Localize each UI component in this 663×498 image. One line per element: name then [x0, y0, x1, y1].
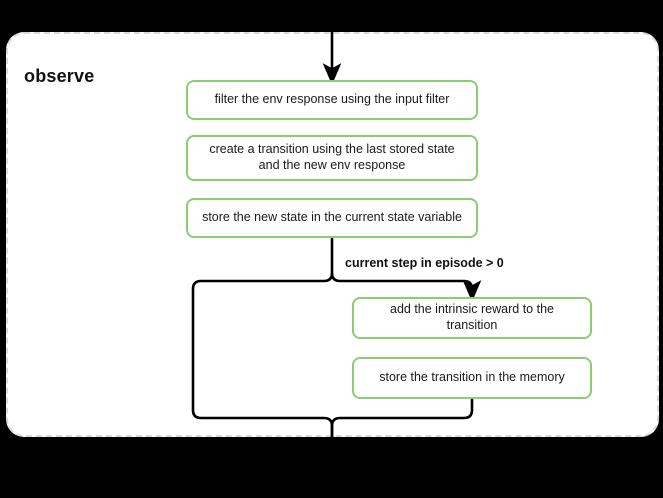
edge-label-condition: current step in episode > 0	[345, 256, 504, 270]
subgraph-title: observe	[24, 66, 95, 86]
node-store-transition-memory[interactable]: store the transition in the memory	[352, 357, 592, 399]
node-add-intrinsic-reward[interactable]: add the intrinsic reward to the transiti…	[352, 297, 592, 339]
node-store-new-state[interactable]: store the new state in the current state…	[186, 198, 478, 238]
node-create-transition[interactable]: create a transition using the last store…	[186, 135, 478, 181]
node-filter-env-response[interactable]: filter the env response using the input …	[186, 80, 478, 120]
